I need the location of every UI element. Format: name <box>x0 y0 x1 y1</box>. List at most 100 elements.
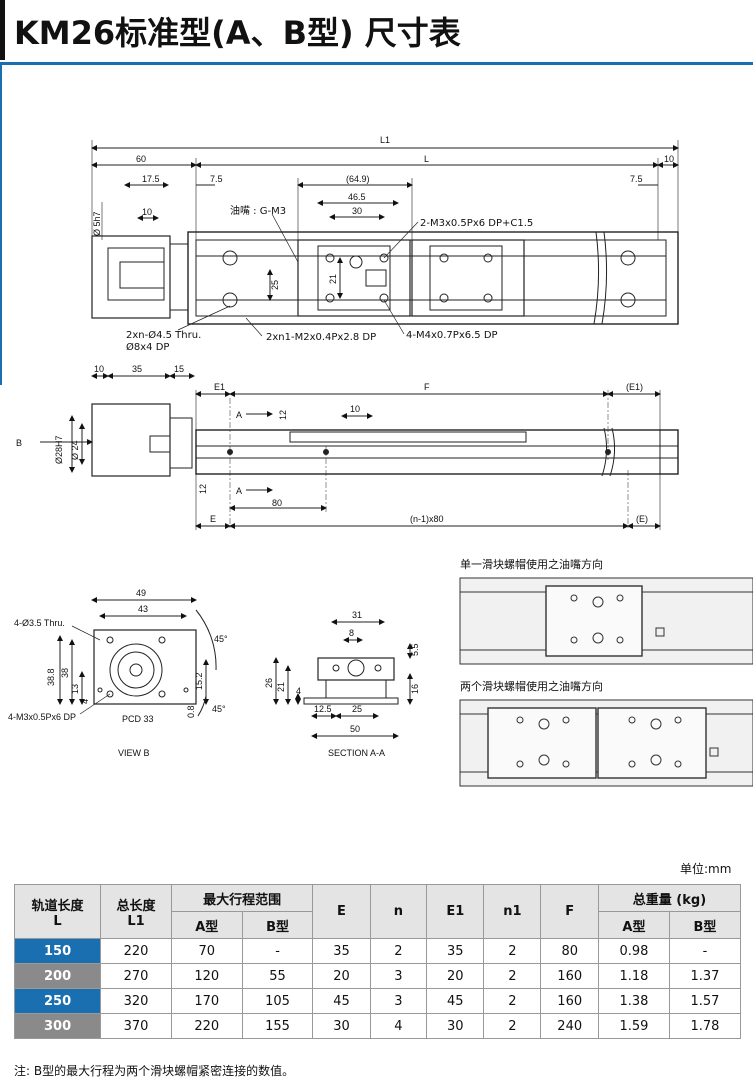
callout-label: 2xn-Ø4.5 Thru. <box>126 329 201 341</box>
dim-label: E1 <box>214 382 225 392</box>
dim-label: 10 <box>142 207 152 217</box>
header-e: E <box>312 884 371 939</box>
left-margin-rule <box>0 65 2 385</box>
cell-n: 3 <box>369 963 428 989</box>
cell-total-length: 220 <box>100 938 172 964</box>
dim-label: 49 <box>136 588 146 598</box>
cell-weight-a: 1.38 <box>597 988 670 1014</box>
dimension-table: 轨道长度 L 总长度 L1 最大行程范围 E n E1 n1 F 总重量 (kg… <box>13 884 742 1039</box>
cell-stroke-b: 105 <box>241 988 314 1014</box>
footnote: 注: B型的最大行程为两个滑块螺帽紧密连接的数值。 <box>14 1064 295 1078</box>
dim-label: Ø 5h7 <box>92 211 102 236</box>
header-text: L1 <box>127 913 145 929</box>
dim-label: A <box>236 410 242 420</box>
cell-rail-length: 150 <box>13 938 102 964</box>
dim-label: 12 <box>278 410 288 420</box>
cell-total-length: 320 <box>100 988 172 1014</box>
header-weight-a: A型 <box>597 911 670 939</box>
dim-label: 4-Ø3.5 Thru. <box>14 618 65 628</box>
cell-stroke-b: 55 <box>241 963 314 989</box>
table-row: 200 270 120 55 20 3 20 2 160 1.18 1.37 <box>13 963 742 989</box>
cell-n1: 2 <box>483 963 542 989</box>
cell-stroke-a: 220 <box>170 1013 243 1039</box>
dim-label: 30 <box>352 206 362 216</box>
table-row: 250 320 170 105 45 3 45 2 160 1.38 1.57 <box>13 988 742 1014</box>
dim-label: 4 <box>80 699 90 704</box>
header-text: 总长度 <box>116 898 156 914</box>
cell-stroke-b: - <box>241 938 314 964</box>
dim-label: L1 <box>380 135 390 145</box>
page-title: KM26标准型(A、B型) 尺寸表 <box>14 14 461 52</box>
dim-label: B <box>16 438 22 448</box>
cell-stroke-a: 170 <box>170 988 243 1014</box>
cell-stroke-b: 155 <box>241 1013 314 1039</box>
cell-total-length: 270 <box>100 963 172 989</box>
dim-label: 25 <box>352 704 362 714</box>
section-aa-labels: 31 8 5.5 26 21 4 16 12.5 25 50 SECTION A… <box>264 610 420 758</box>
dim-label: 38 <box>60 668 70 678</box>
dim-label: 8 <box>349 628 354 638</box>
callout-label: 4-M4x0.7Px6.5 DP <box>406 330 498 341</box>
header-text: 轨道长度 <box>31 898 84 914</box>
dim-label: 21 <box>276 682 286 692</box>
cell-weight-b: 1.57 <box>668 988 742 1014</box>
cell-e: 45 <box>312 988 371 1014</box>
header-f: F <box>540 884 599 939</box>
cell-e: 30 <box>312 1013 371 1039</box>
dim-label: 35 <box>132 364 142 374</box>
cell-f: 80 <box>540 938 599 964</box>
cell-weight-b: 1.78 <box>668 1013 742 1039</box>
title-bar: KM26标准型(A、B型) 尺寸表 <box>0 0 753 65</box>
cell-n: 4 <box>369 1013 428 1039</box>
dim-label: (64.9) <box>346 174 370 184</box>
dim-label: 80 <box>272 498 282 508</box>
dim-label: 38.8 <box>46 668 56 686</box>
table-row: 150 220 70 - 35 2 35 2 80 0.98 - <box>13 938 742 964</box>
dim-label: 45° <box>212 704 226 714</box>
single-block-caption: 单一滑块螺帽使用之油嘴方向 <box>460 557 603 571</box>
cell-n1: 2 <box>483 938 542 964</box>
cell-e1: 30 <box>426 1013 485 1039</box>
dim-label: 15 <box>174 364 184 374</box>
section-aa <box>273 619 413 739</box>
dim-label: 17.5 <box>142 174 160 184</box>
cell-total-length: 370 <box>100 1013 172 1039</box>
cell-n: 3 <box>369 988 428 1014</box>
dim-label: 4-M3x0.5Px6 DP <box>8 712 76 722</box>
cell-n1: 2 <box>483 988 542 1014</box>
cell-weight-a: 0.98 <box>597 938 670 964</box>
header-stroke-a: A型 <box>170 911 243 939</box>
dim-label: (E1) <box>626 382 643 392</box>
dim-label: 7.5 <box>210 174 223 184</box>
view-caption: SECTION A-A <box>328 748 385 758</box>
dim-label: 43 <box>138 604 148 614</box>
cell-f: 240 <box>540 1013 599 1039</box>
view-b <box>57 597 217 717</box>
side-view-labels: 10 35 15 E1 F (E1) A 12 10 B Ø28H7 Ø 24 … <box>16 364 648 524</box>
dim-label: 7.5 <box>630 174 643 184</box>
header-text: L <box>53 913 62 929</box>
side-view <box>40 373 679 530</box>
dim-label: 12.5 <box>314 704 332 714</box>
cell-rail-length: 200 <box>13 963 102 989</box>
callout-label: Ø8x4 DP <box>126 341 169 353</box>
header-rail-length: 轨道长度 L <box>13 884 102 939</box>
cell-e1: 35 <box>426 938 485 964</box>
header-n: n <box>369 884 428 939</box>
dim-label: 10 <box>94 364 104 374</box>
dim-label: (E) <box>636 514 648 524</box>
table-row: 300 370 220 155 30 4 30 2 240 1.59 1.78 <box>13 1013 742 1039</box>
dim-label: 10 <box>664 154 674 164</box>
dim-label: F <box>424 382 430 392</box>
cell-stroke-a: 120 <box>170 963 243 989</box>
dim-label: Ø28H7 <box>54 435 64 464</box>
view-caption: VIEW B <box>118 748 150 758</box>
dim-label: Ø 24 <box>70 440 80 460</box>
title-underline <box>0 62 753 65</box>
cell-e: 35 <box>312 938 371 964</box>
cell-rail-length: 300 <box>13 1013 102 1039</box>
dim-label: 5.5 <box>410 643 420 656</box>
double-block-caption: 两个滑块螺帽使用之油嘴方向 <box>460 679 603 693</box>
dim-label: A <box>236 486 242 496</box>
dim-label: 16 <box>410 684 420 694</box>
